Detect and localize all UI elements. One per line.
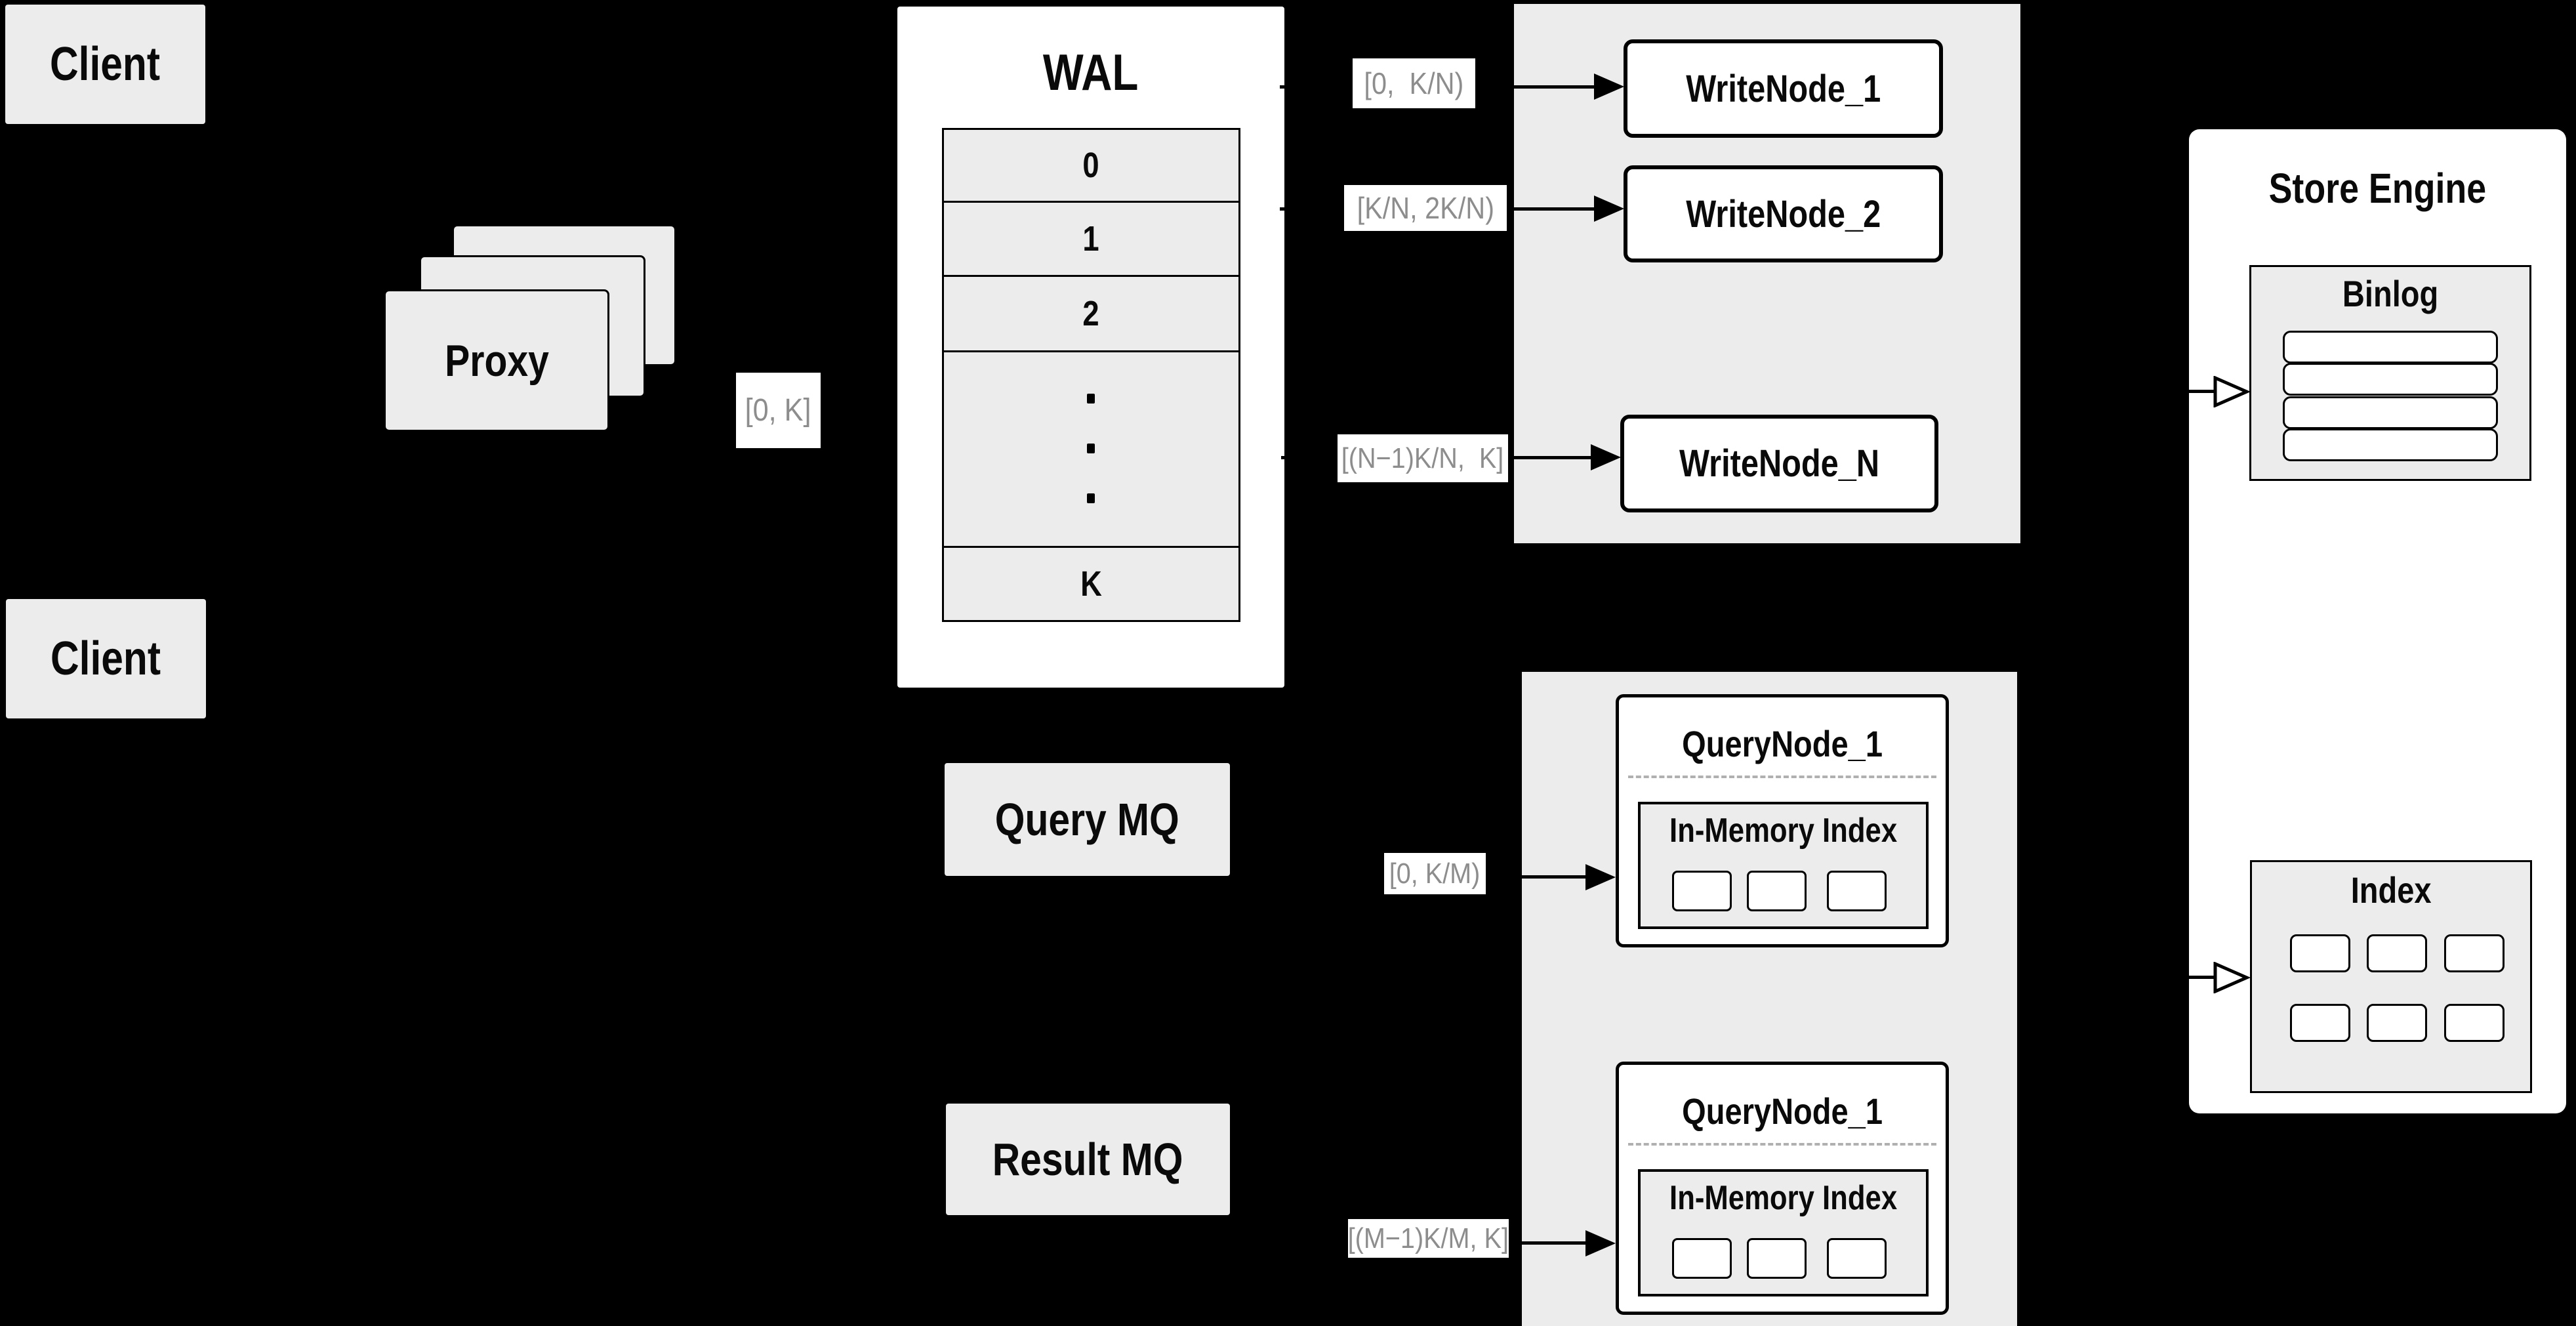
memory-segment-cell xyxy=(1827,871,1887,911)
querynode-top-box: QueryNode_1 In-Memory Index xyxy=(1616,694,1949,947)
binlog-row xyxy=(2283,396,2498,429)
arrow-querymq-querynode-line xyxy=(1486,875,1586,879)
memory-segment-cell xyxy=(1827,1238,1887,1279)
writenoden-arrowhead-icon xyxy=(1591,444,1621,470)
querynode-bottom-title-text: QueryNode_1 xyxy=(1682,1090,1883,1132)
arrow-writegroup-binlog-line xyxy=(2024,390,2216,393)
proxy-label: Proxy xyxy=(444,335,549,386)
index-cell xyxy=(2444,934,2504,972)
querynode-top-title: QueryNode_1 xyxy=(1619,717,1946,770)
memory-segment-cell xyxy=(1747,1238,1807,1279)
index-hollow-arrowhead-icon xyxy=(2213,962,2250,993)
range-label-proxy-to-wal: [0, K] xyxy=(736,373,821,448)
in-memory-index-title-bottom-text: In-Memory Index xyxy=(1669,1179,1898,1217)
query-mq-box: Query MQ xyxy=(945,763,1230,876)
index-title-text: Index xyxy=(2350,869,2432,911)
vertical-ellipsis xyxy=(1086,393,1096,505)
memory-segment-cell xyxy=(1672,871,1732,911)
vertical-ellipsis-dot xyxy=(1086,493,1095,503)
writenode-2-label: WriteNode_2 xyxy=(1686,192,1881,236)
client-bottom-label: Client xyxy=(51,632,161,685)
result-mq-label: Result MQ xyxy=(992,1134,1183,1185)
querynode-bottom-arrowhead-icon xyxy=(1585,1230,1616,1256)
range-label-writenode-1-text: [0, K/N) xyxy=(1364,66,1464,100)
range-label-querynode-bottom: [(M−1)K/M, K] xyxy=(1348,1219,1509,1258)
in-memory-index-title-bottom: In-Memory Index xyxy=(1641,1177,1926,1219)
wal-row-k: K xyxy=(944,546,1238,620)
index-cell xyxy=(2367,934,2427,972)
range-label-querynode-bottom-text: [(M−1)K/M, K] xyxy=(1347,1222,1509,1254)
client-node-bottom: Client xyxy=(6,599,206,718)
arrow-querygroup-index-line xyxy=(2019,976,2216,979)
memory-segment-cell xyxy=(1672,1238,1732,1279)
wal-row-1-text: 1 xyxy=(1082,219,1100,259)
binlog-title: Binlog xyxy=(2251,272,2529,314)
store-engine-title-text: Store Engine xyxy=(2268,165,2487,212)
wal-row-k-text: K xyxy=(1080,564,1102,604)
index-cell xyxy=(2290,1004,2350,1042)
range-label-writenode-n-text: [(N−1)K/N, K] xyxy=(1341,442,1504,474)
result-mq-box: Result MQ xyxy=(946,1104,1230,1215)
wal-row-ellipsis xyxy=(944,350,1238,546)
range-label-writenode-2: [K/N, 2K/N) xyxy=(1344,185,1507,231)
binlog-title-text: Binlog xyxy=(2342,272,2439,314)
range-label-writenode-2-text: [K/N, 2K/N) xyxy=(1357,191,1494,225)
writenode2-arrowhead-icon xyxy=(1594,196,1624,222)
client-top-label: Client xyxy=(50,38,161,91)
binlog-row xyxy=(2283,331,2498,363)
wal-title-text: WAL xyxy=(1043,43,1139,101)
vertical-ellipsis-dot xyxy=(1086,393,1095,404)
querynode-top-divider xyxy=(1628,776,1936,778)
binlog-box: Binlog xyxy=(2249,265,2531,481)
binlog-hollow-arrowhead-icon xyxy=(2213,376,2250,407)
client-node-top: Client xyxy=(5,5,205,124)
querynode-top-arrowhead-icon xyxy=(1585,864,1616,890)
wal-row-0-text: 0 xyxy=(1082,146,1100,185)
arrow-resultmq-querynode-line xyxy=(1509,1241,1586,1245)
store-engine-panel: Store Engine Binlog Index xyxy=(2189,129,2566,1113)
range-label-proxy-to-wal-text: [0, K] xyxy=(745,393,811,428)
querynode-bottom-title: QueryNode_1 xyxy=(1619,1085,1946,1137)
in-memory-index-box-top: In-Memory Index xyxy=(1638,802,1929,929)
writenode1-arrowhead-icon xyxy=(1594,73,1624,100)
memory-segment-cell xyxy=(1747,871,1807,911)
querynode-bottom-divider xyxy=(1628,1143,1936,1146)
in-memory-index-title-top-text: In-Memory Index xyxy=(1669,812,1898,850)
vertical-ellipsis-dot xyxy=(1086,443,1095,453)
index-cell xyxy=(2444,1004,2504,1042)
index-cell xyxy=(2290,934,2350,972)
querynode-bottom-box: QueryNode_1 In-Memory Index xyxy=(1616,1062,1949,1315)
in-memory-index-box-bottom: In-Memory Index xyxy=(1638,1169,1929,1296)
writenode-2-box: WriteNode_2 xyxy=(1624,165,1943,262)
query-mq-label: Query MQ xyxy=(994,794,1180,845)
range-label-writenode-1: [0, K/N) xyxy=(1353,58,1475,108)
range-label-writenode-n: [(N−1)K/N, K] xyxy=(1338,434,1508,482)
proxy-card-front: Proxy xyxy=(384,289,609,432)
writenode-n-label: WriteNode_N xyxy=(1679,442,1879,485)
writenode-1-label: WriteNode_1 xyxy=(1686,67,1881,110)
index-title: Index xyxy=(2252,869,2530,911)
wal-title: WAL xyxy=(897,43,1284,102)
wal-row-2-text: 2 xyxy=(1082,294,1100,333)
wal-row-0: 0 xyxy=(944,130,1238,201)
range-label-querynode-top: [0, K/M) xyxy=(1384,853,1486,894)
index-box: Index xyxy=(2250,860,2532,1093)
querynode-top-title-text: QueryNode_1 xyxy=(1682,722,1883,764)
wal-table: 0 1 2 K xyxy=(942,128,1240,622)
binlog-row xyxy=(2283,428,2498,461)
wal-panel: WAL 0 1 2 K xyxy=(897,7,1284,688)
binlog-row xyxy=(2283,363,2498,396)
writenode-1-box: WriteNode_1 xyxy=(1624,39,1943,138)
range-label-querynode-top-text: [0, K/M) xyxy=(1389,857,1481,890)
wal-row-1: 1 xyxy=(944,201,1238,275)
store-engine-title: Store Engine xyxy=(2189,162,2566,215)
in-memory-index-title-top: In-Memory Index xyxy=(1641,810,1926,852)
index-cell xyxy=(2367,1004,2427,1042)
writenode-n-box: WriteNode_N xyxy=(1620,415,1938,512)
wal-row-2: 2 xyxy=(944,275,1238,350)
